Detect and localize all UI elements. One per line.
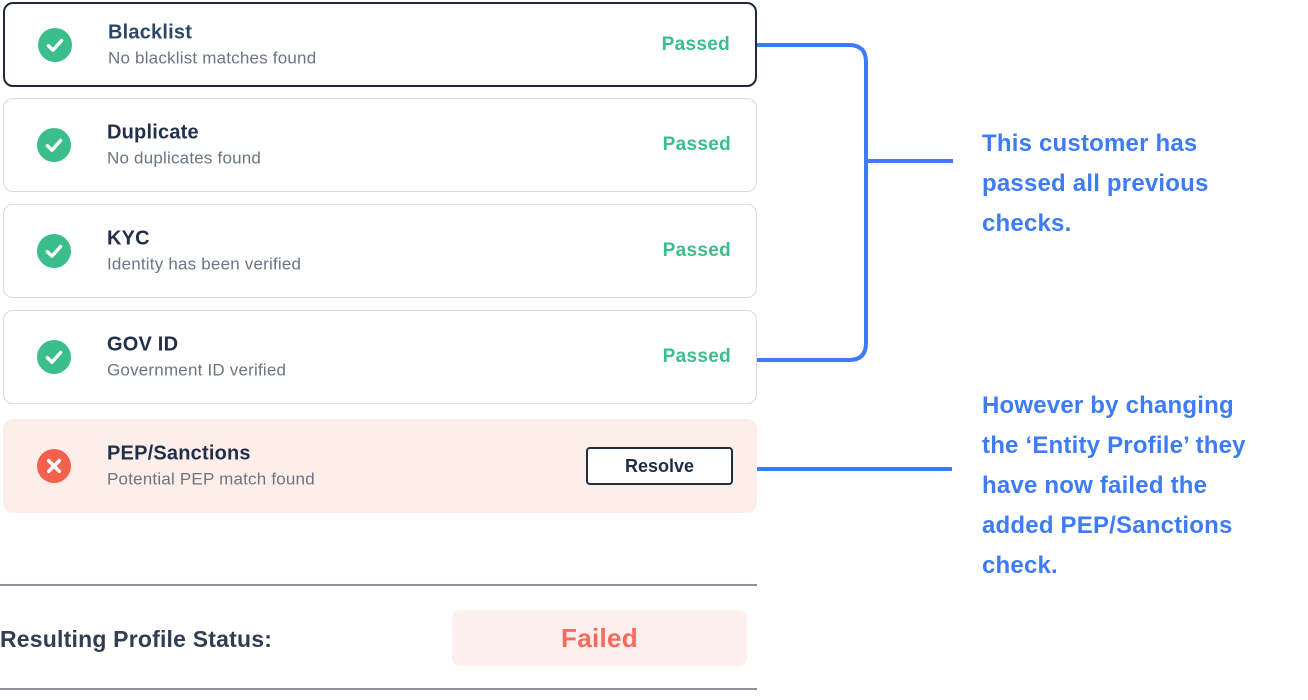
check-card-kyc[interactable]: KYC Identity has been verified Passed: [3, 204, 757, 298]
check-subtitle: Potential PEP match found: [107, 469, 315, 489]
check-subtitle: No blacklist matches found: [108, 48, 317, 67]
check-circle-icon: [37, 340, 71, 374]
check-card-gov-id[interactable]: GOV ID Government ID verified Passed: [3, 310, 757, 404]
profile-status-badge: Failed: [452, 610, 747, 666]
status-badge: Passed: [662, 346, 731, 367]
check-subtitle: Government ID verified: [107, 360, 287, 380]
check-title: GOV ID: [107, 333, 179, 356]
check-title: KYC: [107, 227, 150, 250]
check-subtitle: Identity has been verified: [107, 254, 302, 274]
check-circle-icon: [38, 27, 72, 62]
status-badge: Passed: [662, 134, 731, 155]
footer-divider-bottom: [0, 688, 757, 690]
check-circle-icon: [37, 128, 71, 162]
resulting-profile-status-label: Resulting Profile Status:: [0, 626, 273, 652]
check-title: Blacklist: [108, 21, 193, 43]
check-card-pep-sanctions[interactable]: PEP/Sanctions Potential PEP match found …: [3, 419, 757, 513]
check-subtitle: No duplicates found: [107, 148, 262, 168]
check-circle-icon: [37, 234, 71, 268]
annotation-passed-previous-checks: This customer has passed all previous ch…: [982, 130, 1209, 237]
check-card-duplicate[interactable]: Duplicate No duplicates found Passed: [3, 98, 757, 192]
check-title: Duplicate: [107, 121, 199, 144]
check-card-blacklist[interactable]: Blacklist No blacklist matches found Pas…: [3, 2, 757, 87]
check-title: PEP/Sanctions: [107, 442, 251, 465]
x-circle-icon: [37, 449, 71, 483]
annotation-failed-pep-check: However by changing the ‘Entity Profile’…: [982, 392, 1246, 579]
status-badge: Passed: [661, 33, 730, 55]
footer-divider-top: [0, 584, 757, 586]
resolve-button[interactable]: Resolve: [586, 447, 733, 485]
status-badge: Passed: [662, 240, 731, 261]
